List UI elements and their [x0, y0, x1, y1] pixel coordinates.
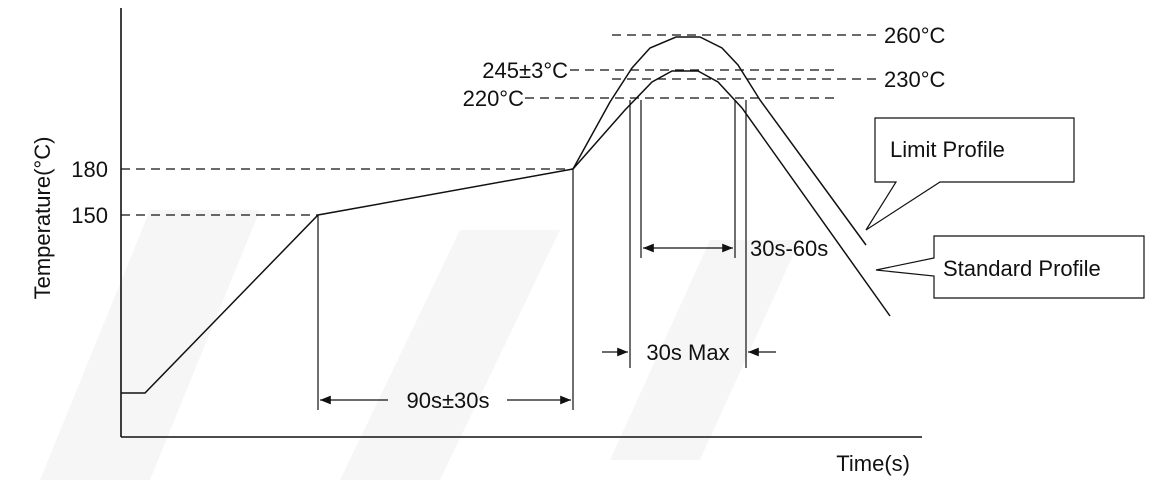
- label-180: 180: [71, 157, 108, 182]
- standard-profile-label: Standard Profile: [943, 256, 1101, 281]
- label-150: 150: [71, 203, 108, 228]
- liquidus-time-label: 30s-60s: [750, 236, 828, 261]
- y-axis-label: Temperature(°C): [30, 137, 55, 300]
- peak-time-label: 30s Max: [646, 340, 729, 365]
- label-245: 245±3°C: [482, 58, 568, 83]
- label-220: 220°C: [463, 86, 525, 111]
- preheat-time-label: 90s±30s: [406, 388, 489, 413]
- x-axis-label: Time(s): [836, 451, 910, 476]
- limit-profile-callout: [865, 117, 1075, 231]
- preheat-curve: [121, 168, 574, 394]
- standard-profile-callout: [875, 235, 1145, 299]
- label-260: 260°C: [884, 23, 946, 48]
- label-230: 230°C: [884, 67, 946, 92]
- limit-profile-curve: [572, 36, 867, 246]
- limit-profile-label: Limit Profile: [890, 137, 1005, 162]
